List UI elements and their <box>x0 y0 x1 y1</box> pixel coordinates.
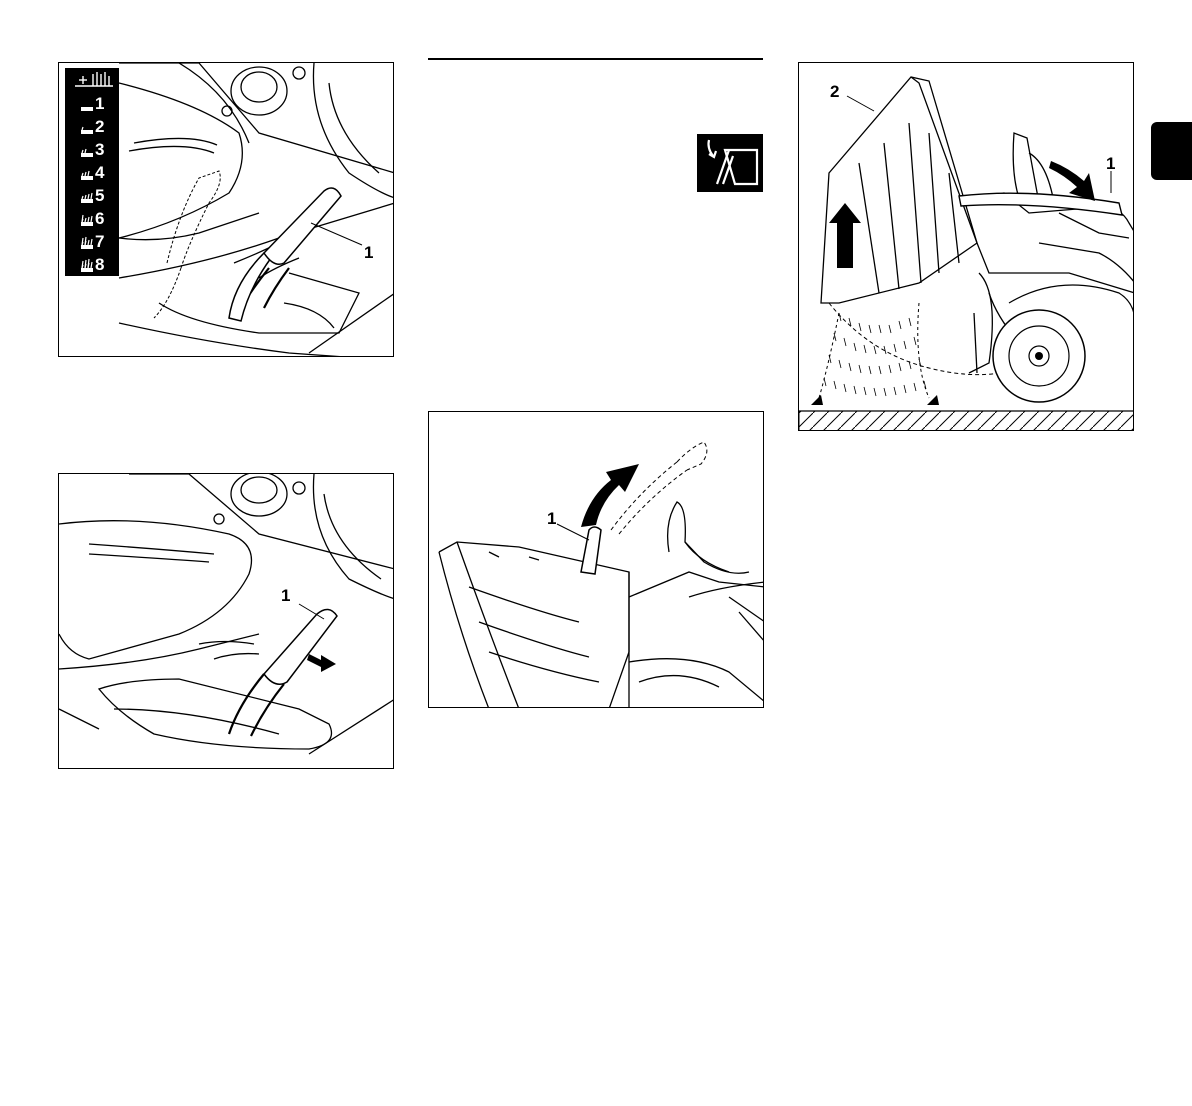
section-rule <box>428 58 763 60</box>
cutting-height-icon <box>65 68 119 92</box>
figure-height-lever: 1 1 2 3 4 5 6 7 8 <box>58 62 394 357</box>
callout-1: 1 <box>364 243 373 262</box>
grass-height-icon <box>65 208 95 230</box>
catcher-lever-drawing: 1 <box>429 412 764 708</box>
height-scale: 1 2 3 4 5 6 7 8 <box>65 68 119 276</box>
height-scale-level: 8 <box>65 254 119 277</box>
catcher-empty-drawing: 2 1 <box>799 63 1134 431</box>
height-scale-number: 5 <box>95 186 104 206</box>
grass-height-icon <box>65 139 95 161</box>
height-scale-number: 3 <box>95 140 104 160</box>
grass-height-icon <box>65 254 95 276</box>
height-scale-level: 2 <box>65 116 119 139</box>
grass-height-icon <box>65 93 95 115</box>
lever-release-drawing: 1 <box>59 474 394 769</box>
height-scale-number: 4 <box>95 163 104 183</box>
height-scale-number: 6 <box>95 209 104 229</box>
callout-1: 1 <box>281 586 290 605</box>
grass-height-icon <box>65 162 95 184</box>
figure-lever-release: 1 <box>58 473 394 769</box>
empty-catcher-icon <box>697 134 763 192</box>
height-scale-level: 1 <box>65 93 119 116</box>
height-scale-level: 3 <box>65 139 119 162</box>
height-scale-level: 7 <box>65 231 119 254</box>
height-scale-number: 2 <box>95 117 104 137</box>
height-scale-number: 1 <box>95 94 104 114</box>
grass-height-icon <box>65 185 95 207</box>
height-scale-level: 6 <box>65 208 119 231</box>
figure-catcher-lever: 1 <box>428 411 764 708</box>
height-scale-number: 8 <box>95 255 104 275</box>
section-tab-marker <box>1151 122 1192 180</box>
callout-2: 2 <box>830 82 839 101</box>
figure-catcher-empty: 2 1 <box>798 62 1134 431</box>
height-scale-level: 5 <box>65 185 119 208</box>
grass-height-icon <box>65 231 95 253</box>
height-scale-number: 7 <box>95 232 104 252</box>
height-scale-level: 4 <box>65 162 119 185</box>
callout-1: 1 <box>547 509 556 528</box>
grass-height-icon <box>65 116 95 138</box>
callout-1: 1 <box>1106 154 1115 173</box>
